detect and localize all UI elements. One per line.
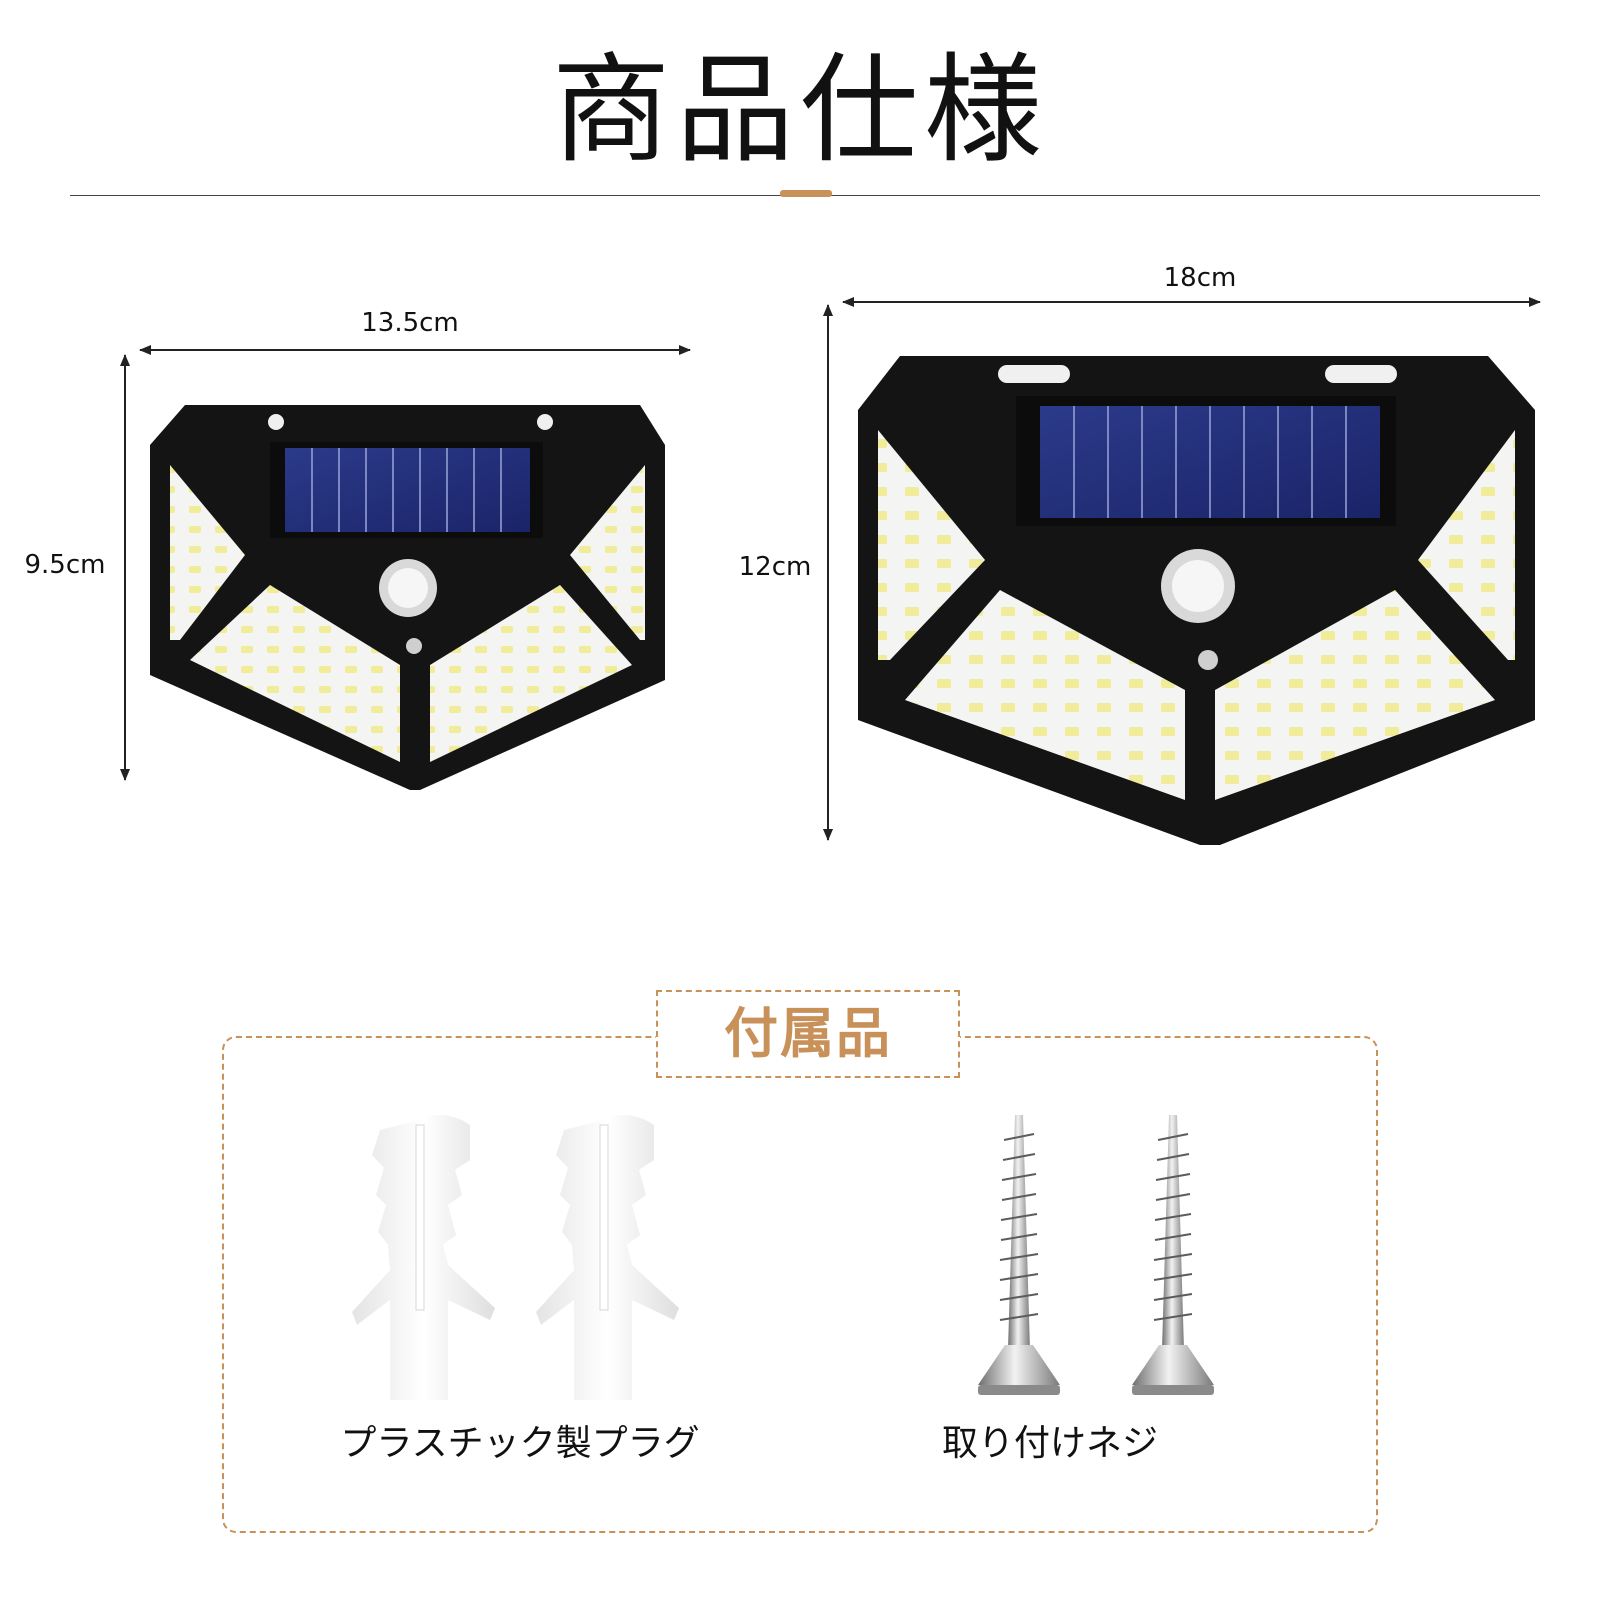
- solar-light-large-image: [858, 356, 1535, 845]
- mounting-screw-label: 取り付けネジ: [941, 1423, 1158, 1464]
- title-accent-bar: [780, 190, 832, 197]
- large-width-label: 18cm: [1163, 263, 1237, 293]
- small-height-label: 9.5cm: [24, 550, 106, 580]
- plastic-plug-label: プラスチック製プラグ: [340, 1423, 700, 1464]
- accessories-heading: 付属品: [656, 990, 960, 1078]
- wall-plug-icon: [352, 1115, 679, 1400]
- large-height-label: 12cm: [738, 552, 812, 582]
- page-title: 商品仕様: [551, 41, 1048, 179]
- screw-icon: [978, 1115, 1214, 1395]
- small-width-label: 13.5cm: [361, 308, 459, 338]
- solar-light-small-image: [150, 405, 665, 790]
